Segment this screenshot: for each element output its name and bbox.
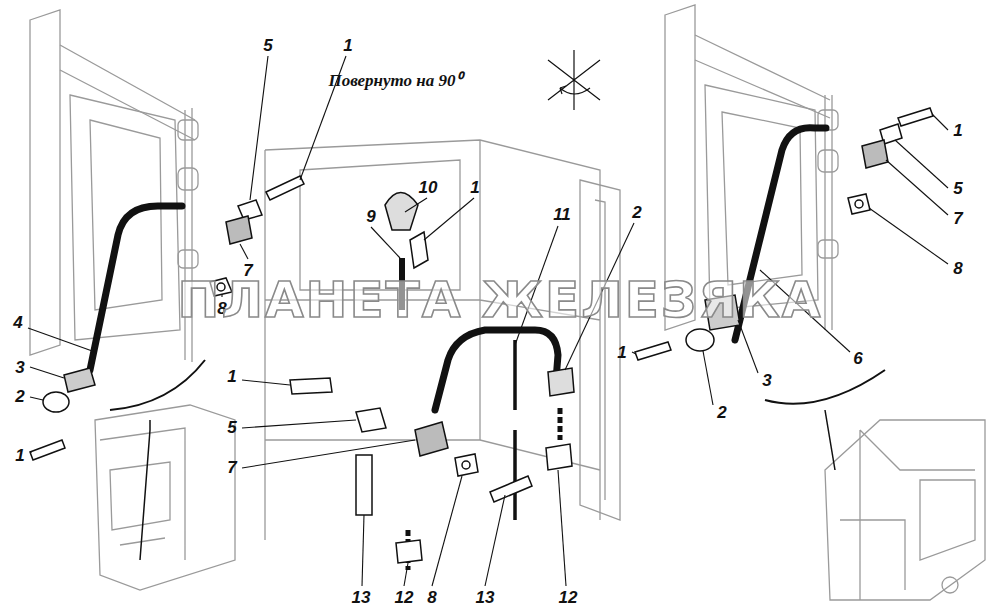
callout-number: 1 bbox=[15, 447, 24, 464]
callout-number: 13 bbox=[352, 589, 371, 606]
callout-number: 1 bbox=[227, 368, 236, 385]
callout-number: 4 bbox=[13, 314, 22, 331]
callout-number: 13 bbox=[476, 589, 495, 606]
callout-number: 12 bbox=[395, 589, 414, 606]
watermark: ПЛАНЕТА ЖЕЛЕЗЯКА bbox=[178, 275, 823, 325]
callout-number: 5 bbox=[227, 419, 236, 436]
callout-number: 8 bbox=[427, 589, 436, 606]
callout-number: 8 bbox=[953, 260, 962, 277]
callout-number: 7 bbox=[227, 459, 236, 476]
callout-number: 3 bbox=[762, 372, 771, 389]
callout-number: 2 bbox=[632, 204, 641, 221]
callout-number: 6 bbox=[853, 350, 862, 367]
callout-number: 11 bbox=[553, 206, 571, 223]
callout-number: 7 bbox=[953, 210, 962, 227]
callout-number: 12 bbox=[559, 589, 578, 606]
callout-number: 1 bbox=[953, 122, 962, 139]
callout-number: 10 bbox=[419, 179, 438, 196]
note-text: Повернуто на 90⁰ bbox=[328, 72, 461, 89]
callout-number: 3 bbox=[15, 359, 24, 376]
callout-number: 5 bbox=[263, 37, 272, 54]
callout-number: 1 bbox=[470, 179, 479, 196]
callout-number: 9 bbox=[366, 208, 375, 225]
callout-number: 1 bbox=[617, 344, 626, 361]
callout-number: 1 bbox=[343, 37, 352, 54]
callout-number: 2 bbox=[15, 388, 24, 405]
callout-number: 5 bbox=[953, 180, 962, 197]
callout-number: 2 bbox=[717, 404, 726, 421]
